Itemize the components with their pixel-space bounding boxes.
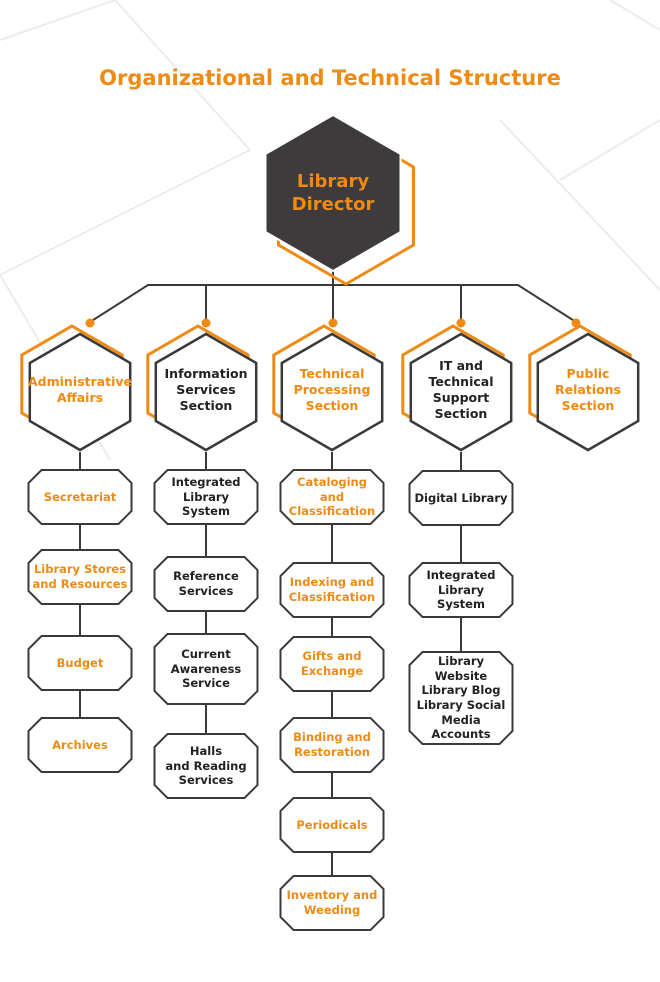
unit-box	[27, 635, 133, 691]
unit-label: Integrated Library System	[426, 567, 496, 612]
unit-label: Library Website Library Blog Library Soc…	[416, 653, 506, 742]
unit-label: Inventory and Weeding	[286, 888, 378, 917]
section-label: Information Services Section	[164, 366, 248, 413]
unit-label: Indexing and Classification	[288, 575, 376, 604]
unit-label: Budget	[56, 655, 104, 670]
unit-box	[279, 875, 385, 931]
unit-box	[408, 651, 514, 745]
unit-box	[279, 562, 385, 618]
page-title: Organizational and Technical Structure	[99, 66, 561, 90]
background-line	[559, 119, 660, 181]
section-label: Technical Processing Section	[293, 366, 371, 413]
unit-box	[279, 636, 385, 692]
unit-box	[408, 470, 514, 526]
section-hexagon	[154, 332, 258, 452]
unit-label: Binding and Restoration	[293, 730, 371, 759]
unit-label: Secretariat	[43, 489, 117, 504]
section-hexagon	[536, 332, 640, 452]
unit-box	[27, 469, 133, 525]
unit-box	[408, 562, 514, 618]
background-line	[114, 0, 251, 151]
unit-label: Digital Library	[414, 490, 508, 505]
unit-label: Integrated Library System	[171, 474, 241, 519]
unit-box	[27, 549, 133, 605]
connector-dot	[201, 318, 211, 328]
connector-dot	[85, 318, 95, 328]
tree-connector	[89, 265, 577, 323]
background-line	[0, 149, 251, 276]
unit-label: Halls and Reading Services	[165, 743, 247, 788]
director-label: Library Director	[291, 170, 375, 215]
unit-label: Library Stores and Resources	[32, 562, 128, 591]
connector-dot	[328, 318, 338, 328]
unit-label: Reference Services	[173, 569, 239, 598]
unit-box	[153, 469, 259, 525]
unit-label: Periodicals	[296, 817, 368, 832]
background-line	[0, 0, 116, 41]
connector-dot	[571, 318, 581, 328]
director-hexagon	[264, 113, 402, 273]
section-label: Public Relations Section	[554, 366, 621, 413]
unit-box	[27, 717, 133, 773]
connector-dot	[456, 318, 466, 328]
unit-box	[279, 797, 385, 853]
section-hexagon	[409, 332, 513, 452]
section-label: IT and Technical Support Section	[428, 358, 494, 421]
section-label: Administrative Affairs	[27, 374, 133, 405]
unit-box	[153, 633, 259, 705]
unit-label: Current Awareness Service	[170, 646, 242, 691]
background-line	[499, 119, 660, 291]
unit-box	[153, 733, 259, 799]
section-hexagon	[28, 332, 132, 452]
background-line	[609, 0, 660, 31]
unit-box	[279, 469, 385, 525]
section-hexagon	[280, 332, 384, 452]
unit-box	[153, 556, 259, 612]
unit-box	[279, 717, 385, 773]
unit-label: Gifts and Exchange	[300, 649, 364, 678]
unit-label: Cataloging and Classification	[288, 474, 376, 519]
unit-label: Archives	[52, 737, 108, 752]
